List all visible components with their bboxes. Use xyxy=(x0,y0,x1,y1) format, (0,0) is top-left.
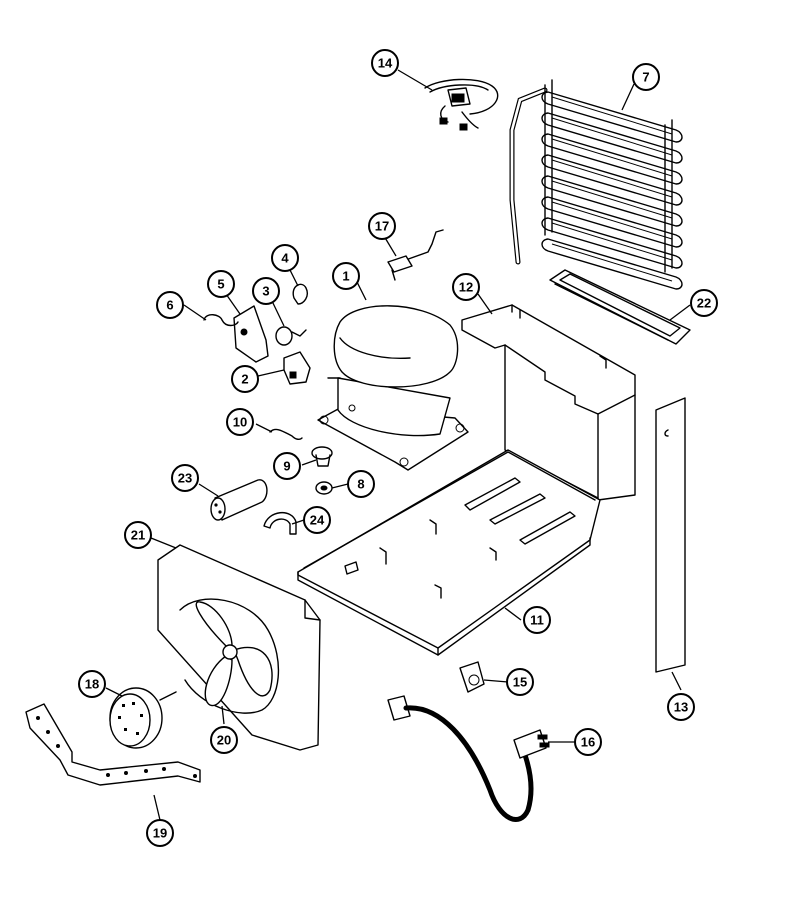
part-11-base-tray xyxy=(297,449,601,656)
coil-row-highlight xyxy=(551,222,673,261)
callout-6: 6 xyxy=(156,291,184,319)
callout-5: 5 xyxy=(207,270,235,298)
callout-9: 9 xyxy=(273,452,301,480)
callout-label: 23 xyxy=(178,471,192,486)
callout-label: 19 xyxy=(153,826,167,841)
part-14-sensor xyxy=(424,78,499,131)
callout-label: 15 xyxy=(513,675,527,690)
part-21-fan-shroud xyxy=(157,544,321,751)
part-9-spacer xyxy=(311,446,333,467)
part-18-fan-motor xyxy=(109,687,177,749)
callout-label: 16 xyxy=(581,735,595,750)
callout-23: 23 xyxy=(171,464,199,492)
callout-label: 5 xyxy=(217,277,224,292)
callout-15: 15 xyxy=(506,668,534,696)
callout-label: 22 xyxy=(697,296,711,311)
callout-label: 3 xyxy=(262,284,269,299)
part-22-drain-pan xyxy=(549,269,691,345)
part-17-switch xyxy=(387,229,444,281)
coil-row-highlight xyxy=(551,180,673,219)
part-3-overload xyxy=(275,326,307,346)
callout-label: 14 xyxy=(378,56,393,71)
callout-label: 9 xyxy=(283,459,290,474)
callout-label: 7 xyxy=(642,70,649,85)
part-6-clip xyxy=(203,314,239,327)
part-1-compressor xyxy=(317,305,469,471)
callout-label: 10 xyxy=(233,415,247,430)
callout-19: 19 xyxy=(146,819,174,847)
callout-3: 3 xyxy=(252,277,280,305)
callout-1: 1 xyxy=(332,262,360,290)
callout-16: 16 xyxy=(574,728,602,756)
part-10-clip xyxy=(269,428,303,441)
callout-label: 13 xyxy=(674,700,688,715)
callout-12: 12 xyxy=(452,273,480,301)
part-5-cover xyxy=(233,305,269,363)
callout-label: 24 xyxy=(310,513,325,528)
callout-13: 13 xyxy=(667,693,695,721)
callout-22: 22 xyxy=(690,289,718,317)
callout-14: 14 xyxy=(371,49,399,77)
coil-row-highlight xyxy=(551,138,673,177)
part-8-grommet xyxy=(315,481,333,495)
callout-21: 21 xyxy=(124,521,152,549)
callout-24: 24 xyxy=(303,506,331,534)
coil-row-highlight xyxy=(551,96,673,135)
part-20-fan-blade xyxy=(195,601,273,707)
callout-11: 11 xyxy=(523,606,551,634)
callout-2: 2 xyxy=(231,365,259,393)
part-24-clamp xyxy=(263,512,297,535)
part-13-side-strip xyxy=(655,397,686,673)
coil-row-highlight xyxy=(551,243,673,282)
leader-lines xyxy=(105,69,691,821)
callout-10: 10 xyxy=(226,408,254,436)
part-23-capacitor xyxy=(210,479,268,521)
callout-label: 6 xyxy=(166,298,173,313)
callout-20: 20 xyxy=(210,726,238,754)
callout-label: 1 xyxy=(342,269,349,284)
coil-row-highlight xyxy=(551,117,673,156)
part-condenser-coil xyxy=(509,79,683,290)
callout-4: 4 xyxy=(271,244,299,272)
part-19-motor-bracket xyxy=(25,703,201,786)
callout-label: 8 xyxy=(357,477,364,492)
part-12-back-panel xyxy=(461,304,636,501)
callouts: 1 2 3 4 5 6 7 8 9 10 11 12 13 14 15 16 1… xyxy=(78,49,718,847)
callout-label: 20 xyxy=(217,733,231,748)
part-2-relay xyxy=(283,351,311,385)
part-15-bracket xyxy=(459,661,485,693)
callout-8: 8 xyxy=(347,470,375,498)
callout-7: 7 xyxy=(632,63,660,91)
callout-label: 17 xyxy=(375,219,389,234)
callout-label: 21 xyxy=(131,528,145,543)
callout-label: 11 xyxy=(530,613,544,628)
part-16-power-cord xyxy=(387,695,550,822)
coil-row-highlight xyxy=(551,201,673,240)
coil-row-highlight xyxy=(551,159,673,198)
callout-18: 18 xyxy=(78,670,106,698)
callout-label: 18 xyxy=(85,677,99,692)
part-4-cap xyxy=(292,283,308,305)
callout-17: 17 xyxy=(368,212,396,240)
callout-label: 2 xyxy=(241,372,248,387)
callout-label: 4 xyxy=(281,251,289,266)
callout-label: 12 xyxy=(459,280,473,295)
